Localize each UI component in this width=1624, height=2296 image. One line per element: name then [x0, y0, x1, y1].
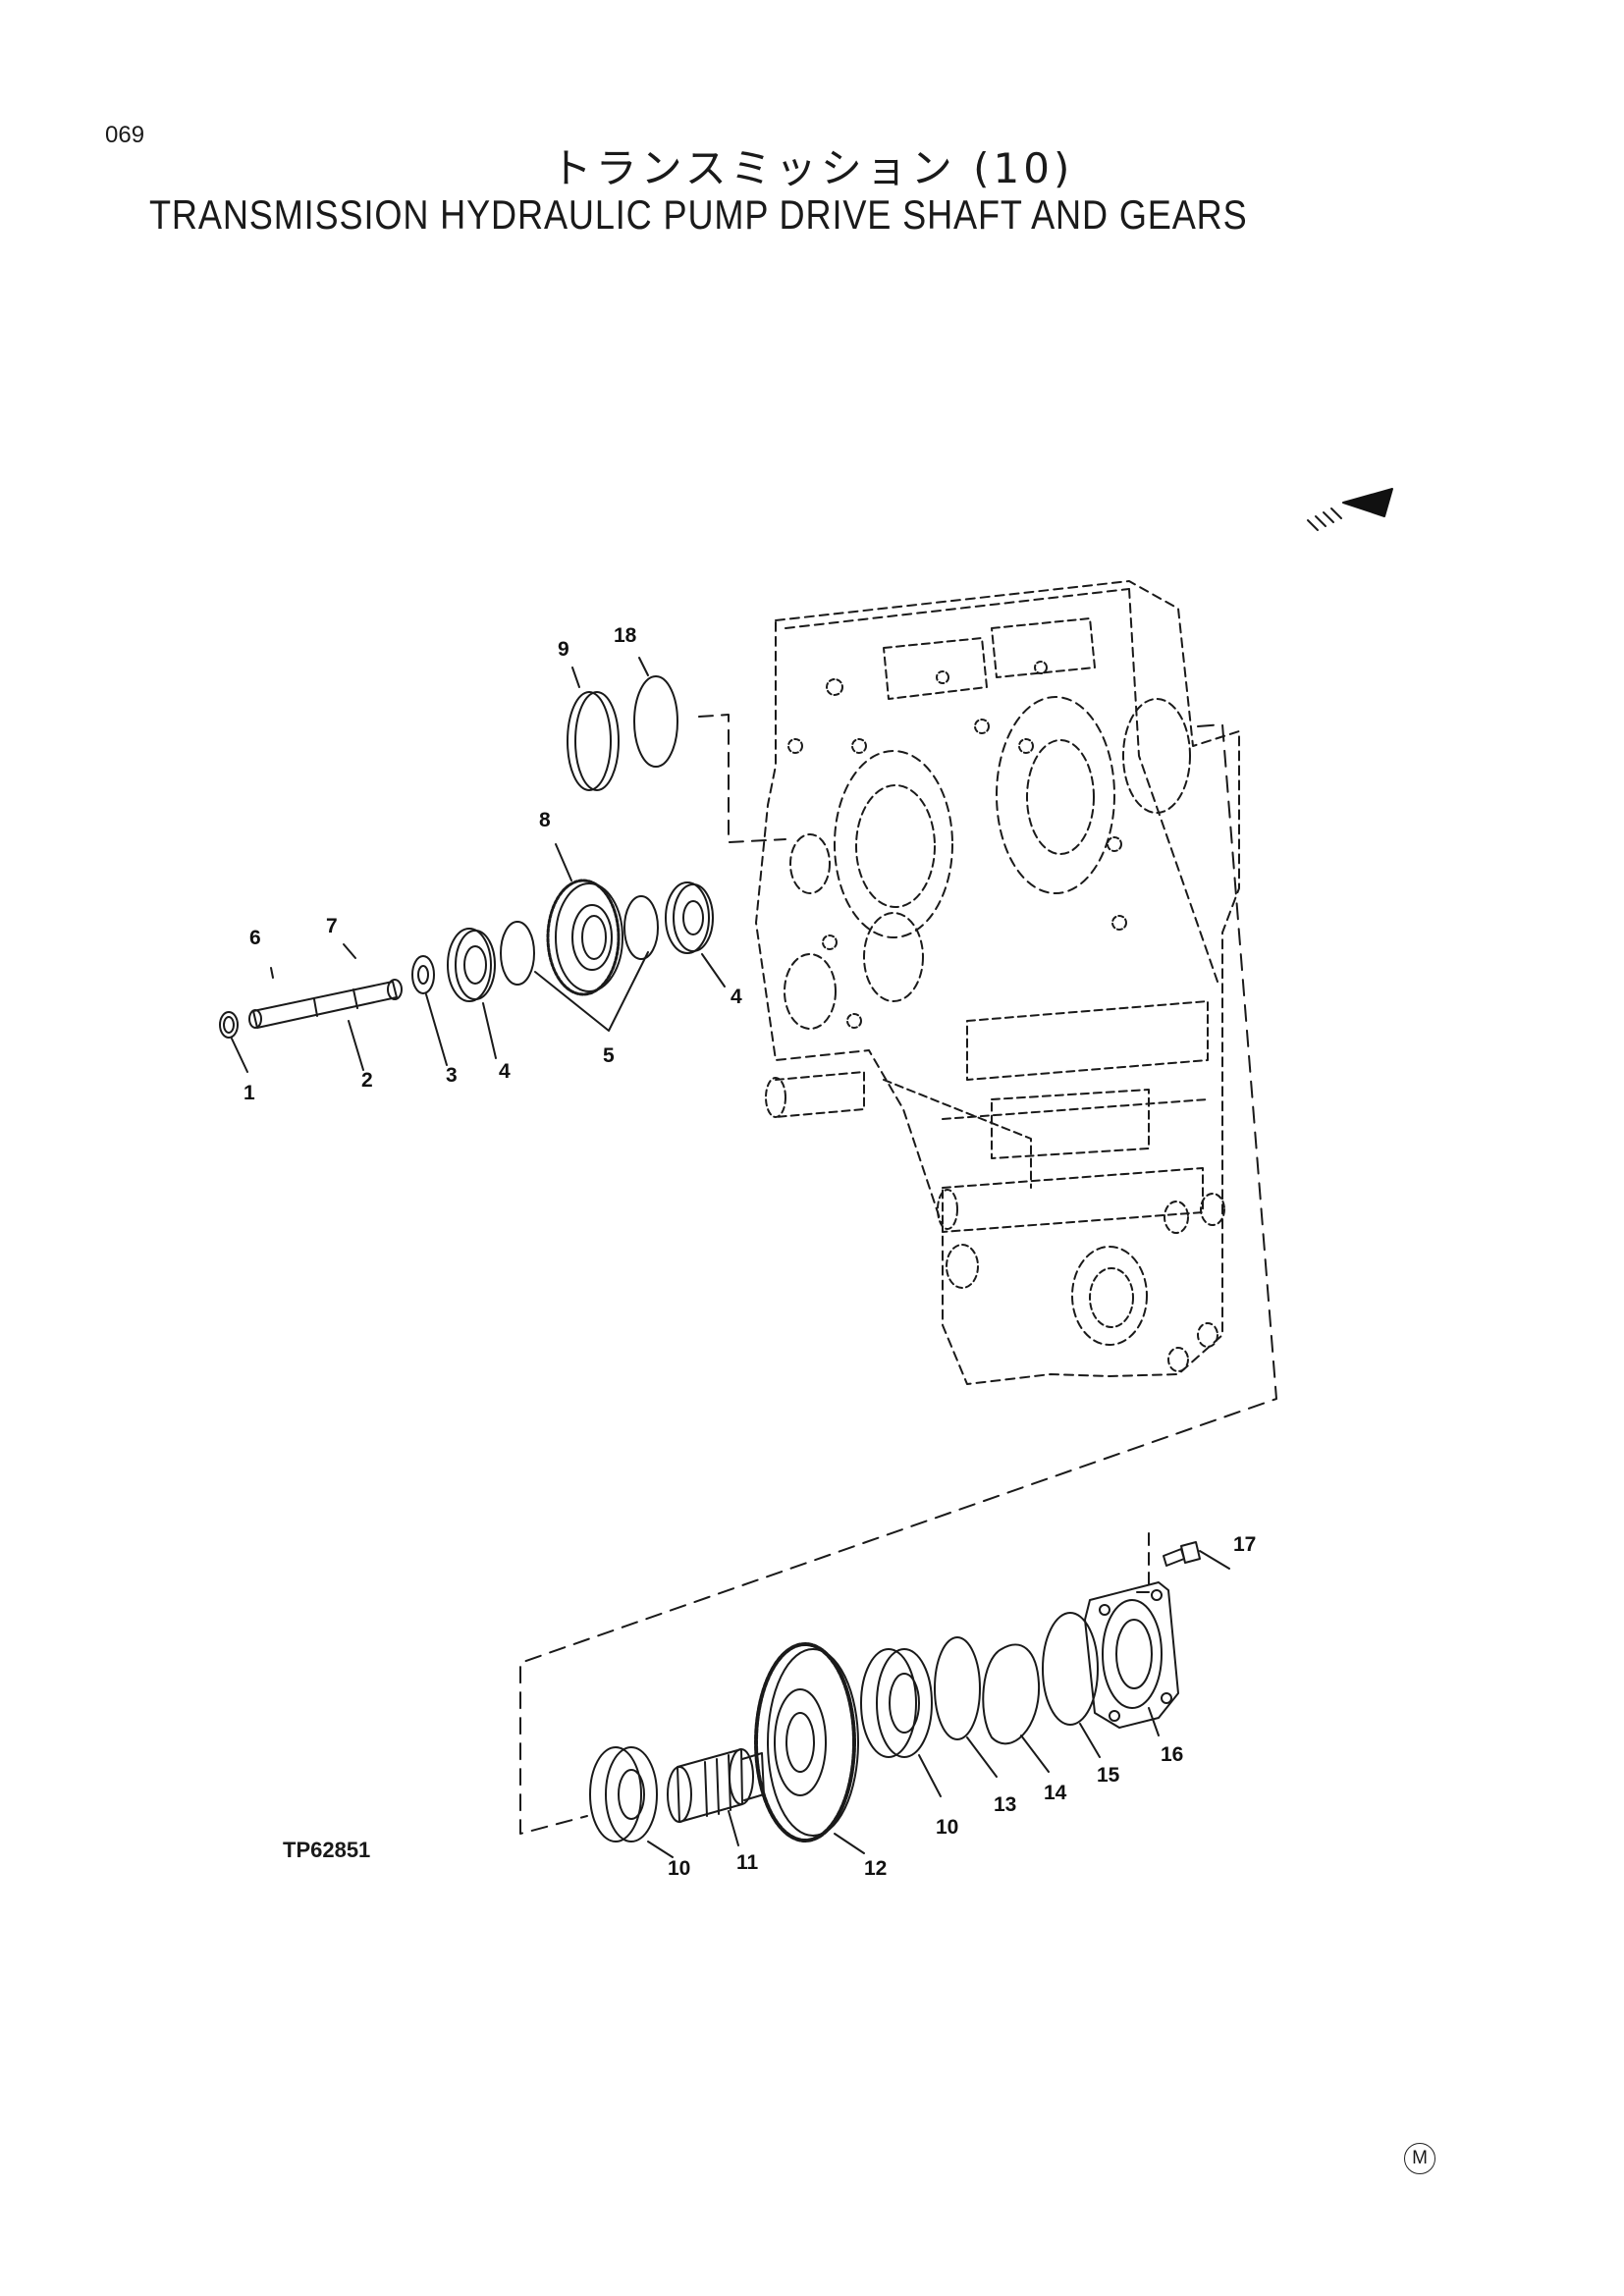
callout-10-right: 10: [936, 1816, 958, 1839]
callout-11: 11: [736, 1851, 759, 1874]
page-number: 069: [105, 122, 145, 148]
part-4-bearing-right: [665, 881, 726, 988]
callout-13: 13: [994, 1793, 1016, 1816]
part-3-washer: [411, 955, 448, 1066]
callout-4-left: 4: [499, 1060, 511, 1083]
callout-18: 18: [614, 624, 637, 647]
part-16-cover: [1084, 1581, 1179, 1736]
part-1-snap-ring: [219, 1011, 248, 1073]
callout-16: 16: [1161, 1743, 1183, 1766]
callout-1: 1: [244, 1082, 255, 1104]
part-12-gear: [754, 1642, 865, 1854]
part-5-snap-rings: [500, 895, 659, 1032]
transmission-housing: [755, 580, 1240, 1385]
part-18-o-ring: [633, 657, 678, 768]
figure-reference: TP62851: [283, 1838, 371, 1862]
direction-arrow-icon: [1307, 488, 1393, 531]
part-15-o-ring: [1042, 1612, 1101, 1758]
part-9-cap: [567, 667, 620, 791]
callout-6: 6: [249, 927, 261, 949]
callout-3: 3: [446, 1064, 458, 1087]
part-13-snap-ring: [934, 1636, 998, 1778]
part-2-drive-shaft: [248, 979, 403, 1071]
callout-2: 2: [361, 1069, 373, 1092]
part-4-bearing-left: [447, 928, 497, 1059]
callout-8: 8: [539, 809, 551, 831]
callout-9: 9: [558, 638, 569, 661]
callout-15: 15: [1097, 1764, 1120, 1787]
callout-5: 5: [603, 1044, 615, 1067]
part-14-snap-ring: [982, 1643, 1050, 1773]
corner-mark: M: [1404, 2143, 1435, 2174]
callout-12: 12: [864, 1857, 887, 1880]
callout-14: 14: [1044, 1782, 1067, 1804]
callout-10-left: 10: [668, 1857, 690, 1880]
callout-17: 17: [1233, 1533, 1256, 1556]
callout-7: 7: [326, 915, 338, 937]
callout-4-right: 4: [731, 986, 742, 1008]
part-11-splined-sleeve: [667, 1748, 765, 1846]
part-10-bearing-left: [589, 1746, 674, 1858]
part-8-gear: [546, 843, 623, 996]
page-title-japanese: トランスミッション (10): [550, 144, 1074, 192]
part-17-bolt: [1163, 1541, 1230, 1570]
page-title: TRANSMISSION HYDRAULIC PUMP DRIVE SHAFT …: [149, 191, 1248, 238]
part-10-bearing-right: [860, 1648, 942, 1797]
